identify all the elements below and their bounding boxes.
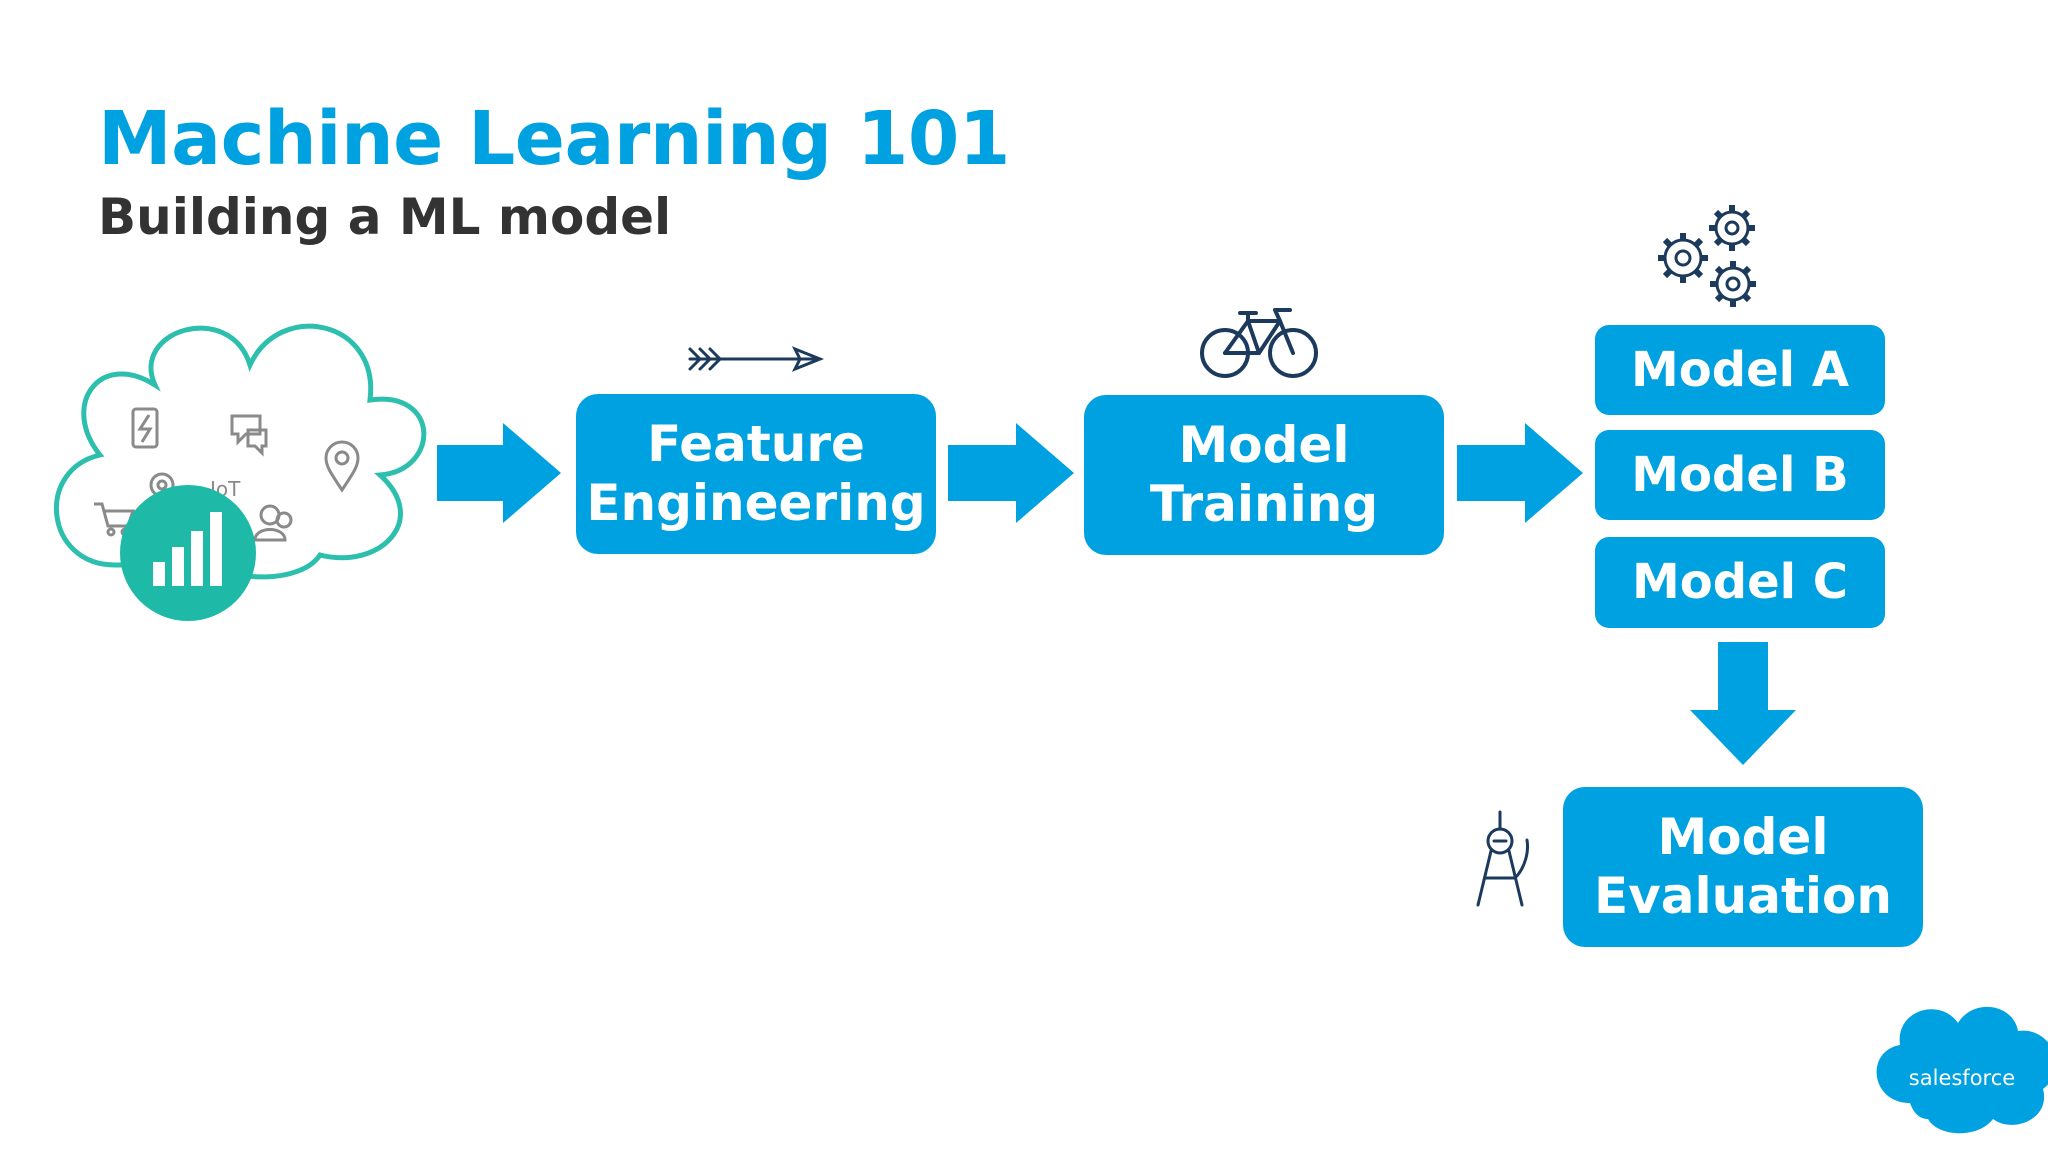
location-pin-icon (324, 440, 360, 493)
model-a-label: Model A (1631, 341, 1849, 398)
model-b-box: Model B (1595, 430, 1885, 520)
gear-icon (149, 472, 175, 498)
slide-title: Machine Learning 101 (98, 96, 1010, 182)
arrow-to-model-training (948, 423, 1074, 523)
mobile-icon (131, 407, 159, 449)
salesforce-logo: salesforce (1876, 1006, 2048, 1134)
bar-chart-icon (120, 485, 256, 621)
model-c-box: Model C (1595, 537, 1885, 628)
bicycle-icon (1200, 308, 1318, 378)
model-training-line1: Model (1178, 416, 1350, 474)
feature-engineering-box: Feature Engineering (576, 394, 936, 554)
salesforce-logo-text: salesforce (1909, 1066, 2015, 1090)
compass-icon (1476, 810, 1529, 907)
model-b-label: Model B (1631, 446, 1849, 503)
arrow-to-feature-engineering (437, 423, 561, 523)
feature-engineering-line2: Engineering (586, 474, 926, 532)
data-cloud: IoT (53, 323, 427, 621)
arrow-to-models (1457, 423, 1583, 523)
model-evaluation-line2: Evaluation (1594, 867, 1892, 925)
slide-subtitle: Building a ML model (98, 188, 672, 246)
model-training-box: Model Training (1084, 395, 1444, 555)
model-training-line2: Training (1149, 475, 1379, 533)
arrow-to-model-evaluation (1690, 642, 1796, 765)
cart-icon (94, 502, 136, 537)
model-a-box: Model A (1595, 325, 1885, 415)
feature-engineering-line1: Feature (647, 415, 865, 473)
arrow-dart-icon (688, 346, 825, 372)
cloud-outline (53, 323, 427, 580)
model-c-label: Model C (1631, 554, 1849, 611)
chat-icon (230, 414, 268, 457)
gears-icon (1658, 205, 1756, 307)
model-evaluation-line1: Model (1657, 808, 1829, 866)
model-evaluation-box: Model Evaluation (1563, 787, 1923, 947)
people-icon (253, 504, 293, 542)
iot-label: IoT (210, 477, 241, 501)
